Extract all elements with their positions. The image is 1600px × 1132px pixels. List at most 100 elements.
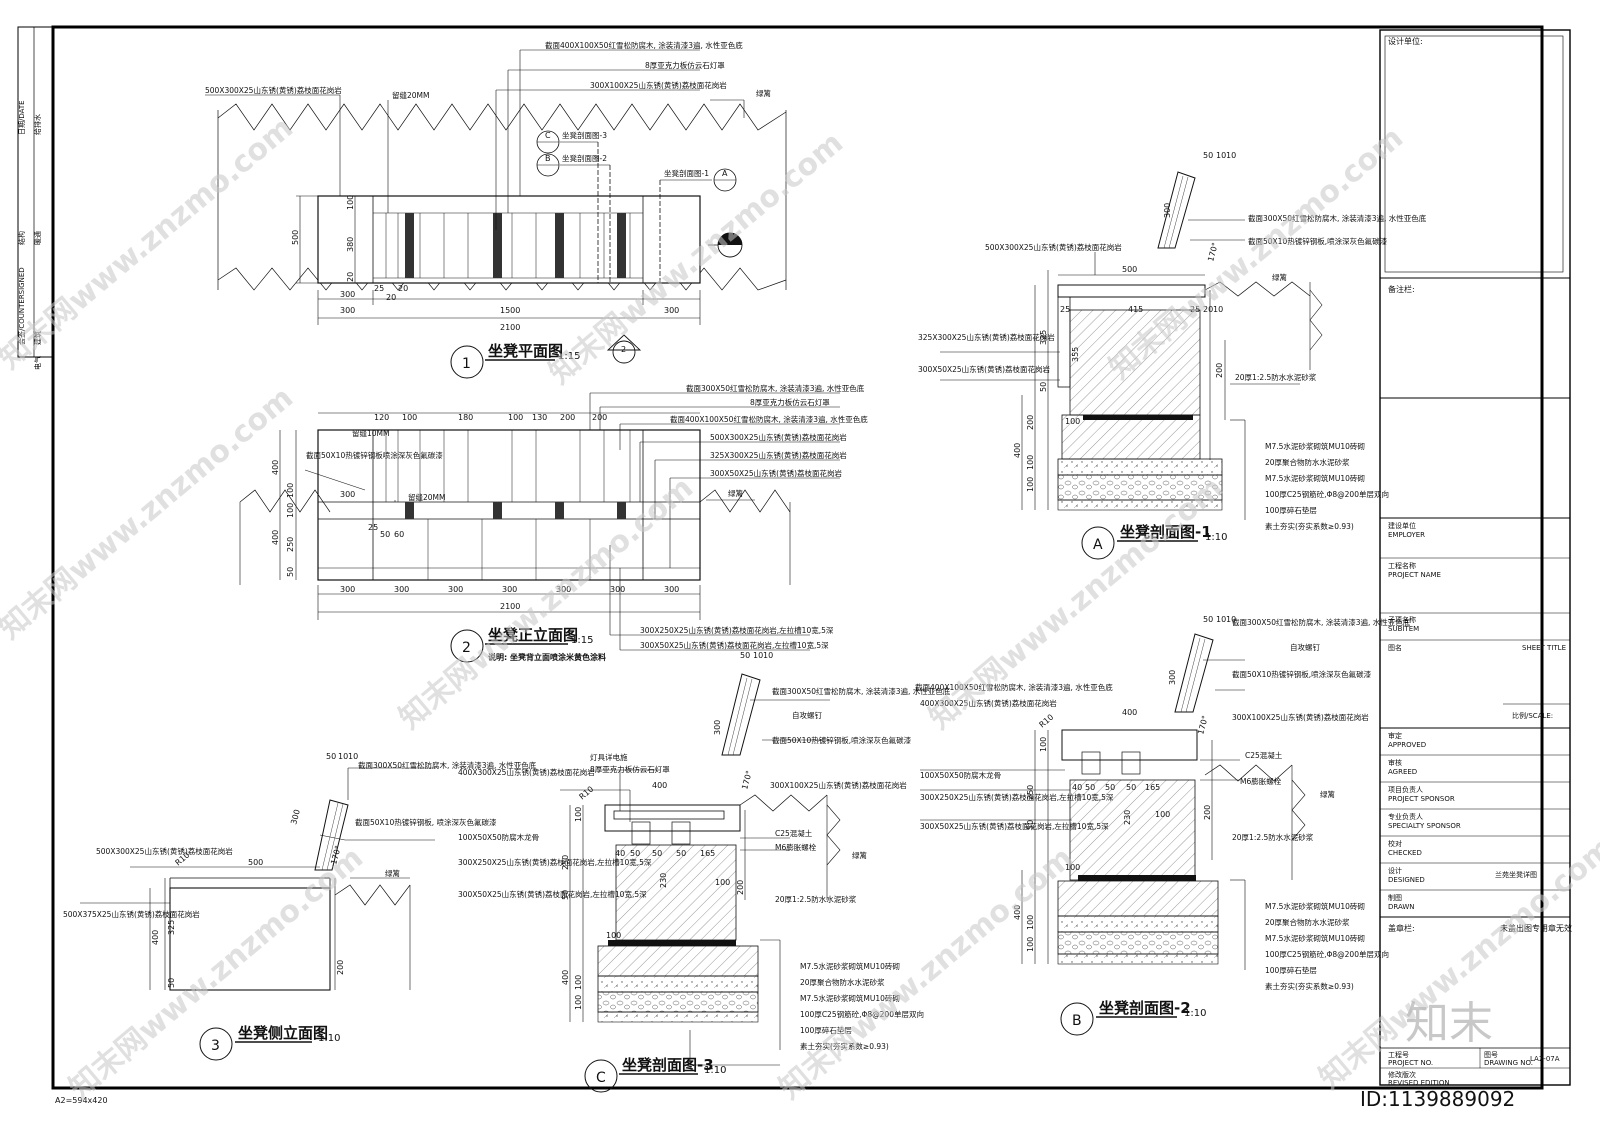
plan-title: 坐凳平面图	[488, 342, 563, 360]
elev-side-dim-1: 100	[286, 483, 295, 498]
c-label-18: 100厚碎石垫层	[800, 1025, 852, 1035]
elev-top-dim-2: 100	[402, 413, 417, 422]
side-dim-10b: 10	[348, 752, 358, 761]
elev-bottom-dim-6: 300	[664, 585, 679, 594]
plan-dim-300a: 300	[340, 290, 355, 299]
a-label-7: M7.5水泥砂浆砌筑MU10砖砌	[1265, 441, 1365, 451]
plan-label-8: 坐凳剖面图-1	[664, 168, 709, 178]
c-label-13: 绿篱	[852, 850, 867, 860]
b-dim-r10: R10	[1038, 713, 1056, 730]
b-label-12: 绿篱	[1320, 789, 1336, 799]
tb-employer: 建设单位	[1388, 521, 1416, 530]
side-number: 3	[211, 1038, 220, 1054]
watermarks: 知末网www.znzmo.com 知末网www.znzmo.com 知末网www…	[0, 110, 1600, 1111]
tb-revised-en: REVISED EDITION	[1388, 1079, 1450, 1087]
b-scale: 1:10	[1184, 1008, 1206, 1019]
elev-bottom-dim-1: 300	[394, 585, 409, 594]
tb-designed-en: DESIGNED	[1388, 876, 1425, 884]
a-dim-20: 20	[1203, 305, 1213, 314]
margin-arch: 建筑	[33, 331, 42, 345]
a-dim-400: 400	[1013, 443, 1022, 458]
c-dim-165: 165	[700, 849, 715, 858]
margin-water: 给排水	[33, 114, 42, 135]
tb-approved: 审定	[1388, 731, 1402, 740]
c-label-10: 300X250X25山东锈(黄锈)荔枝面花岗岩,左拉槽10宽,5深	[458, 857, 652, 867]
plan-mark-c: C	[545, 131, 551, 140]
a-dim-300: 300	[1163, 203, 1172, 218]
plan-label-6: 坐凳剖面图-3	[562, 130, 607, 140]
a-label-9: M7.5水泥砂浆砌筑MU10砖砌	[1265, 473, 1365, 483]
a-dim-500: 500	[1122, 265, 1137, 274]
elev-label-0: 截面300X50红雪松防腐木, 涂装清漆3遍, 水性亚色底	[686, 383, 865, 393]
c-label-15: 20厚聚合物防水水泥砂浆	[800, 977, 885, 987]
c-dim-40: 40	[615, 849, 625, 858]
a-dim-10c: 10	[1213, 305, 1223, 314]
elev-label-4: 325X300X25山东锈(黄锈)荔枝面花岗岩	[710, 450, 847, 460]
a-dim-25b: 25	[1190, 305, 1200, 314]
tb-drawing-no-en: DRAWING NO.	[1484, 1059, 1533, 1067]
b-label-13: M7.5水泥砂浆砌筑MU10砖砌	[1265, 901, 1365, 911]
b-dim-100e: 100	[1026, 937, 1035, 952]
c-label-5: 400X300X25山东锈(黄锈)荔枝面花岗岩	[458, 767, 595, 777]
a-scale: 1:10	[1205, 532, 1227, 543]
elev-label-10: 300X250X25山东锈(黄锈)荔枝面花岗岩,左拉槽10宽,5深	[640, 625, 834, 635]
tb-subitem-en: SUBITEM	[1388, 625, 1419, 633]
tb-scale: 比例/SCALE:	[1512, 711, 1553, 720]
c-label-17: 100厚C25钢筋砼,Φ8@200单层双向	[800, 1009, 924, 1019]
a-label-1: 截面50X10热镀锌钢板,喷涂深灰色氟碳漆	[1248, 236, 1388, 246]
c-label-1: 自攻螺钉	[792, 710, 822, 720]
elev-side-dim-4: 250	[286, 537, 295, 552]
a-label-11: 100厚碎石垫层	[1265, 505, 1317, 515]
elev-label-6: 截面50X10热镀锌钢板喷涂深灰色氟碳漆	[306, 450, 443, 460]
side-dim-200: 200	[336, 960, 345, 975]
a-dim-170: 170°	[1206, 242, 1220, 263]
tb-drawing-no: 图号	[1484, 1051, 1498, 1059]
elev-label-3: 500X300X25山东锈(黄锈)荔枝面花岗岩	[710, 432, 847, 442]
b-dim-170: 170°	[1196, 715, 1210, 736]
margin-hvac: 暖通	[33, 231, 42, 245]
c-dim-50a: 50	[630, 849, 640, 858]
c-number-circle	[584, 1059, 618, 1093]
tb-employer-en: EMPLOYER	[1388, 531, 1425, 539]
c-dim-10a: 10	[753, 651, 763, 660]
tb-project-sponsor-en: PROJECT SPONSOR	[1388, 795, 1455, 803]
tb-designed-value: 兰苑坐凳详图	[1495, 870, 1537, 879]
c-dim-10b: 10	[763, 651, 773, 660]
margin-structure: 结构	[17, 231, 26, 245]
elev-number: 2	[462, 640, 471, 656]
b-label-4: 400X300X25山东锈(黄锈)荔枝面花岗岩	[920, 698, 1057, 708]
a-label-3: 325X300X25山东锈(黄锈)荔枝面花岗岩	[918, 332, 1055, 342]
c-dim-400b: 400	[561, 970, 570, 985]
c-label-8: M6膨胀螺栓	[775, 842, 817, 852]
elev-label-7: 留缝10MM	[352, 428, 390, 438]
side-label-0: 截面300X50红雪松防腐木, 涂装清漆3遍, 水性亚色底	[358, 760, 537, 770]
b-dim-100c: 100	[1065, 863, 1080, 872]
b-dim-165: 165	[1145, 783, 1160, 792]
plan-dim-2100: 2100	[500, 323, 520, 332]
elev-title: 坐凳正立面图	[488, 626, 578, 644]
plan-dim-20b: 20	[386, 293, 396, 302]
side-number-circle	[199, 1027, 233, 1061]
plan-dim-500: 500	[291, 230, 300, 245]
a-label-6: 20厚1:2.5防水水泥砂浆	[1235, 372, 1317, 382]
tb-revised: 修改版次	[1388, 1070, 1416, 1079]
b-dim-200: 200	[1203, 805, 1212, 820]
watermark-4: 知末网www.znzmo.com	[0, 380, 300, 646]
b-number-circle	[1060, 1002, 1094, 1036]
side-dim-500: 500	[248, 858, 263, 867]
watermark-8: 知末网www.znzmo.com	[773, 840, 1080, 1106]
elev-side-dim-2: 100	[286, 503, 295, 518]
tb-drawn-en: DRAWN	[1388, 903, 1415, 911]
plan-elev-mark: 2	[621, 345, 626, 354]
b-dim-400b: 400	[1013, 905, 1022, 920]
b-dim-10a: 10	[1216, 615, 1226, 624]
b-label-16: 100厚C25钢筋砼,Φ8@200单层双向	[1265, 949, 1389, 959]
a-dim-50: 50	[1203, 151, 1213, 160]
tb-remarks: 备注栏:	[1388, 284, 1415, 294]
c-label-9: 100X50X50防腐木龙骨	[458, 832, 539, 842]
watermark-5: 知末网www.znzmo.com	[393, 470, 700, 736]
plan-dim-25: 25	[374, 284, 384, 293]
plan-label-3: 500X300X25山东锈(黄锈)荔枝面花岗岩	[205, 85, 342, 95]
section-b-view	[920, 633, 1306, 970]
c-dim-50: 50	[740, 651, 750, 660]
